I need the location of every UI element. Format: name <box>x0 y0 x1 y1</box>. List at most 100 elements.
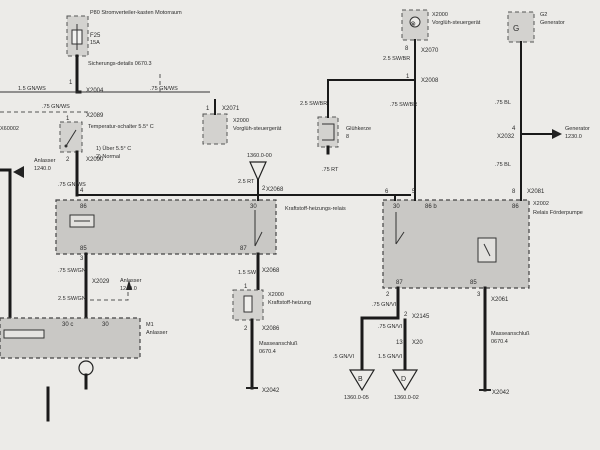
pin-label: 87 <box>240 246 247 252</box>
pin-label: 6 <box>385 189 389 195</box>
anlasser-mid-label: Anlasser <box>120 278 142 284</box>
connector-x2008: X2008 <box>421 78 439 84</box>
pin-label: 2 <box>66 157 70 163</box>
wire-label: .75 GN/WS <box>42 104 70 110</box>
conn-d-page: 1360.0-02 <box>394 395 419 401</box>
anlasser-left-label: Anlasser <box>34 158 56 164</box>
f25-desc-label: P80 Stromverteiler-kasten Motorraum <box>90 10 182 16</box>
wire-label: .5 GN/VI <box>333 354 355 360</box>
pin-label: 8 <box>405 46 409 52</box>
connector-x2032: X2032 <box>497 134 515 140</box>
pin-label: 3 <box>80 256 84 262</box>
wire-label: 2.5 SW/BR <box>383 56 410 62</box>
generator-g2[interactable]: G <box>507 11 535 43</box>
connector-x2068: X2068 <box>266 187 284 193</box>
starter-motor-m1[interactable] <box>0 317 141 376</box>
connector-d-letter: D <box>401 376 406 383</box>
s2086-opt2-label: 2) Normal <box>96 154 120 160</box>
ground-mid-page: 0670.4 <box>259 349 276 355</box>
s2086-opt1-label: 1) Über 5.5° C <box>96 145 131 152</box>
glow-plug-label: Glühkerze <box>346 126 371 132</box>
connector-x2086: X2086 <box>262 326 280 332</box>
f25-note-label: Sicherungs-details 0670.3 <box>88 61 152 67</box>
x2000-left-desc: Vorglüh-steuergerät <box>233 126 282 132</box>
connector-x2068b: X2068 <box>262 268 280 274</box>
heater-desc-label: Kraftstoff-heizung <box>268 300 311 306</box>
g2-ref: G2 <box>540 12 547 18</box>
temperature-switch-s2086[interactable] <box>59 121 83 153</box>
pin-label: 30 <box>250 204 257 210</box>
ground-right-label: Masseanschluß <box>491 331 530 337</box>
fuse-block-f25[interactable] <box>66 15 89 57</box>
fuel-pump-relay[interactable] <box>382 199 530 289</box>
wire-label: .75 SW/GN <box>58 268 86 274</box>
g2-desc: Generator <box>540 20 565 26</box>
s2086-desc-label: Temperatur-schalter 5.5° C <box>88 124 154 130</box>
reference-1360-00[interactable] <box>249 161 267 182</box>
wire-label: 1.5 GN/WS <box>18 86 46 92</box>
fuel-heater-relay[interactable] <box>55 199 277 255</box>
connector-b-letter: B <box>358 376 363 383</box>
connector-x2071: X2071 <box>222 106 240 112</box>
wire-label: .75 GN/WS <box>58 182 86 188</box>
x2000-left-ref: X2000 <box>233 118 249 124</box>
connector-x2061: X2061 <box>491 297 509 303</box>
wire-label: .75 GN/WS <box>150 86 178 92</box>
pin-label: 86 b <box>425 204 437 210</box>
connector-x2042a: X2042 <box>262 388 280 394</box>
anlasser-left-page: 1240.0 <box>34 166 51 172</box>
starter-ref-label: M1 <box>146 322 154 328</box>
glow-plug[interactable] <box>317 116 339 148</box>
lamp-icon: ⊗ <box>410 21 416 28</box>
starter-desc-label: Anlasser <box>146 330 168 336</box>
wire-label: 2.5 RT <box>238 179 255 185</box>
connector-x60002: X60002 <box>0 126 19 132</box>
fuel-relay-desc-label: Kraftstoff-heizungs-relais <box>285 206 346 212</box>
glow-control-unit-left[interactable] <box>202 99 228 145</box>
glow-control-unit-top[interactable]: ⊗ <box>401 9 429 41</box>
pin-label: 2 <box>404 312 408 318</box>
connector-x2070: X2070 <box>421 48 439 54</box>
connector-x2145: X2145 <box>412 314 430 320</box>
wire-label: 1.5 GN/VI <box>378 354 403 360</box>
pin-label: 85 <box>80 246 87 252</box>
wire-label: 1.5 SW <box>238 270 257 276</box>
pin-label: 1 <box>244 284 248 290</box>
pin-label: 86 <box>512 204 519 210</box>
fuel-heater[interactable] <box>232 289 264 321</box>
pin-label: 87 <box>396 280 403 286</box>
pin-label: 4 <box>80 188 84 194</box>
connector-x2081: X2081 <box>527 189 545 195</box>
connector-x2089: X2089 <box>86 113 104 119</box>
generator-ref-label: Generator <box>565 126 590 132</box>
pin-label: 2 <box>386 292 390 298</box>
wire-label: .75 BL <box>495 100 511 106</box>
anlasser-mid-page: 1240.0 <box>120 286 137 292</box>
pin-label: 85 <box>470 280 477 286</box>
pin-label: 30 <box>102 322 109 328</box>
pin-label: 3 <box>477 292 481 298</box>
x2000-top-desc: Vorglüh-steuergerät <box>432 20 481 26</box>
f25-rating-label: 15A <box>90 40 100 46</box>
connector-x2042b: X2042 <box>492 390 510 396</box>
heater-ref-label: X2000 <box>268 292 284 298</box>
wire-label: 2.5 SW/BR <box>300 101 327 107</box>
connector-d[interactable]: D <box>391 369 419 392</box>
conn-b-page: 1360.0-05 <box>344 395 369 401</box>
wire-label: .75 BL <box>495 162 511 168</box>
pin-label: 4 <box>512 126 516 132</box>
pin-label: 30 <box>393 204 400 210</box>
pin-label: 86 <box>80 204 87 210</box>
generator-icon: G <box>513 24 519 33</box>
connector-b[interactable]: B <box>348 369 376 392</box>
pin-label: 2 <box>244 326 248 332</box>
ref-1360-page: 1360.0-00 <box>247 153 272 159</box>
pin-label: 13 <box>396 340 403 346</box>
connector-x2004: X2004 <box>86 88 104 94</box>
pin-label: 1 <box>66 116 70 122</box>
connector-x2090: X2090 <box>86 157 104 163</box>
pin-label: 1 <box>206 106 210 112</box>
x2002-desc: Relais Förderpumpe <box>533 210 583 216</box>
arrow-icon <box>13 166 24 178</box>
